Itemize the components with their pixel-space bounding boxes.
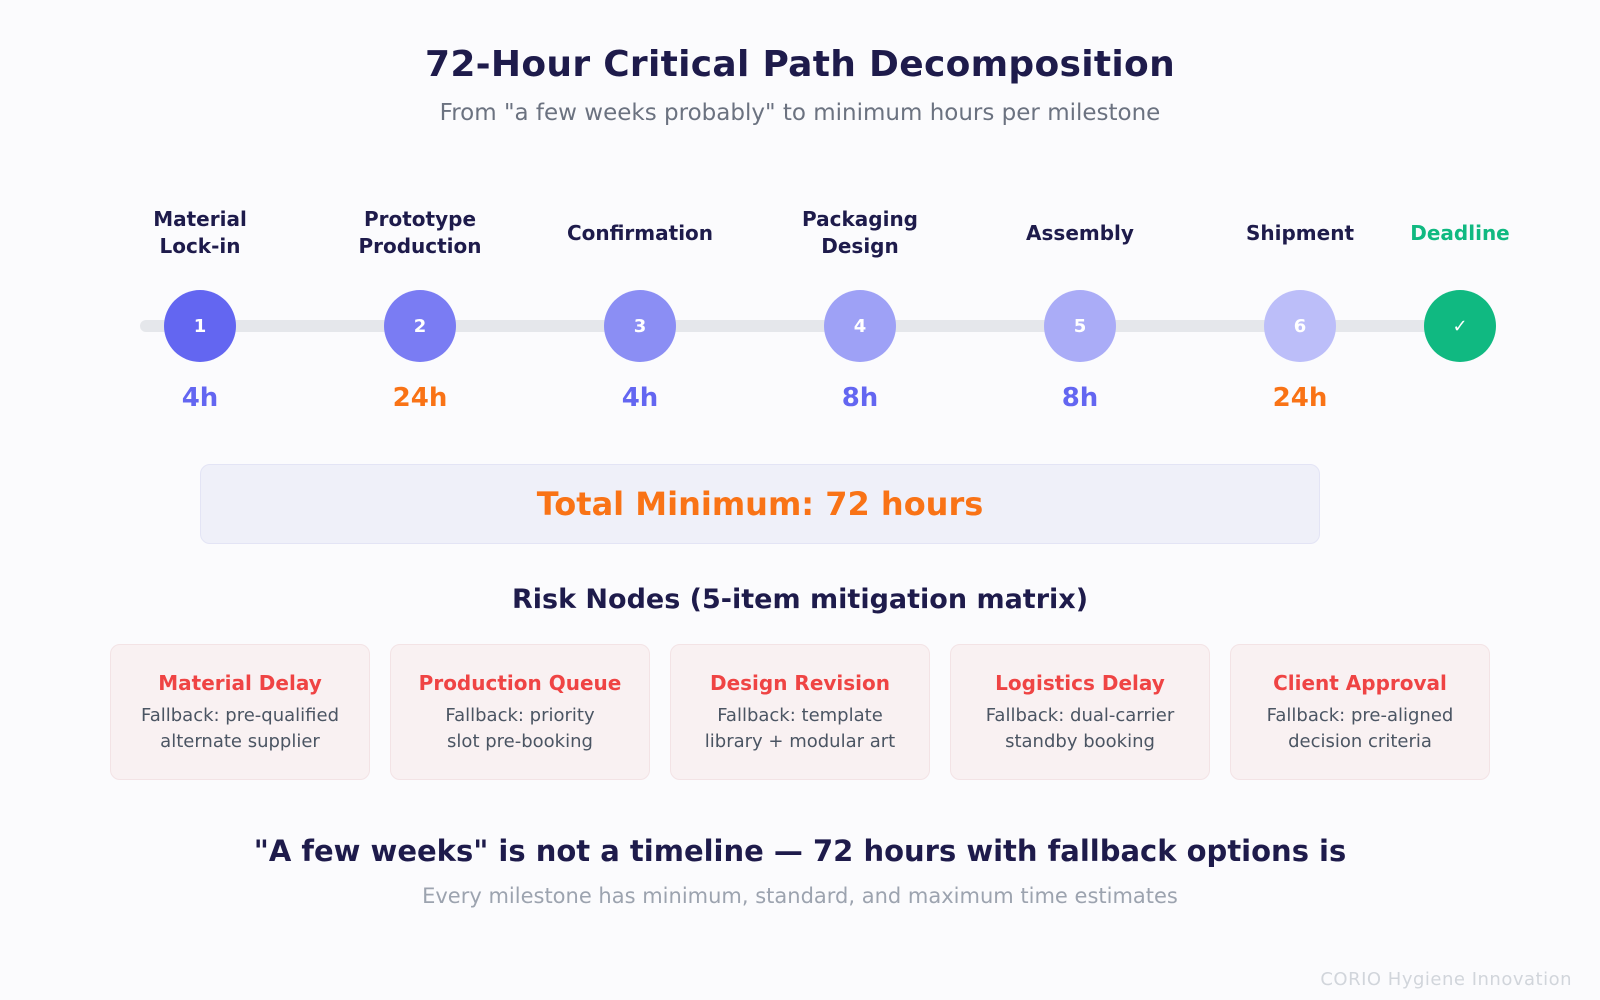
milestone-label-prototype-production: Prototype Production xyxy=(358,207,482,258)
risk-card-production-queue: Production Queue Fallback: priority slot… xyxy=(390,644,650,780)
risk-card-design-revision: Design Revision Fallback: template libra… xyxy=(670,644,930,780)
risk-name: Logistics Delay xyxy=(995,671,1165,695)
total-minimum-label: Total Minimum: 72 hours xyxy=(536,485,984,523)
milestone-hours-1: 4h xyxy=(181,383,219,413)
footer-brand: CORIO Hygiene Innovation xyxy=(1320,969,1572,990)
page-subtitle: From "a few weeks probably" to minimum h… xyxy=(439,100,1161,126)
risk-name: Client Approval xyxy=(1273,671,1447,695)
milestone-label-shipment: Shipment xyxy=(1245,220,1355,245)
risk-card-logistics-delay: Logistics Delay Fallback: dual-carrier s… xyxy=(950,644,1210,780)
risk-fallback: Fallback: template library + modular art xyxy=(704,705,896,752)
milestone-hours-2: 24h xyxy=(392,383,448,413)
milestone-hours-3: 4h xyxy=(621,383,659,413)
milestone-node-3: 3 xyxy=(604,290,676,362)
conclusion-subline: Every milestone has minimum, standard, a… xyxy=(422,884,1178,908)
timeline-track xyxy=(140,320,1460,332)
risk-name: Material Delay xyxy=(158,671,322,695)
milestone-label-assembly: Assembly xyxy=(1026,220,1134,245)
milestone-hours-6: 24h xyxy=(1272,383,1328,413)
risk-card-client-approval: Client Approval Fallback: pre-aligned de… xyxy=(1230,644,1490,780)
risk-name: Production Queue xyxy=(418,671,622,695)
risk-fallback: Fallback: pre-qualified alternate suppli… xyxy=(141,705,339,752)
risk-fallback: Fallback: dual-carrier standby booking xyxy=(985,705,1175,752)
conclusion-headline: "A few weeks" is not a timeline — 72 hou… xyxy=(253,834,1347,868)
risk-fallback: Fallback: priority slot pre-booking xyxy=(445,705,595,752)
page-title: 72-Hour Critical Path Decomposition xyxy=(424,44,1176,85)
milestone-node-1: 1 xyxy=(164,290,236,362)
milestone-label-confirmation: Confirmation xyxy=(566,220,714,245)
milestone-hours-5: 8h xyxy=(1061,383,1099,413)
milestone-label-material-lock-in: Material Lock-in xyxy=(153,207,247,258)
milestone-label-deadline: Deadline xyxy=(1410,220,1510,245)
milestone-node-2: 2 xyxy=(384,290,456,362)
risk-section-title: Risk Nodes (5-item mitigation matrix) xyxy=(511,584,1089,615)
risk-card-material-delay: Material Delay Fallback: pre-qualified a… xyxy=(110,644,370,780)
deadline-check-icon: ✓ xyxy=(1424,290,1496,362)
milestone-hours-4: 8h xyxy=(841,383,879,413)
risk-name: Design Revision xyxy=(709,671,891,695)
milestone-node-5: 5 xyxy=(1044,290,1116,362)
milestone-node-6: 6 xyxy=(1264,290,1336,362)
milestone-label-packaging-design: Packaging Design xyxy=(802,207,918,258)
milestone-node-4: 4 xyxy=(824,290,896,362)
total-minimum-box: Total Minimum: 72 hours xyxy=(200,464,1320,544)
risk-fallback: Fallback: pre-aligned decision criteria xyxy=(1266,705,1454,752)
